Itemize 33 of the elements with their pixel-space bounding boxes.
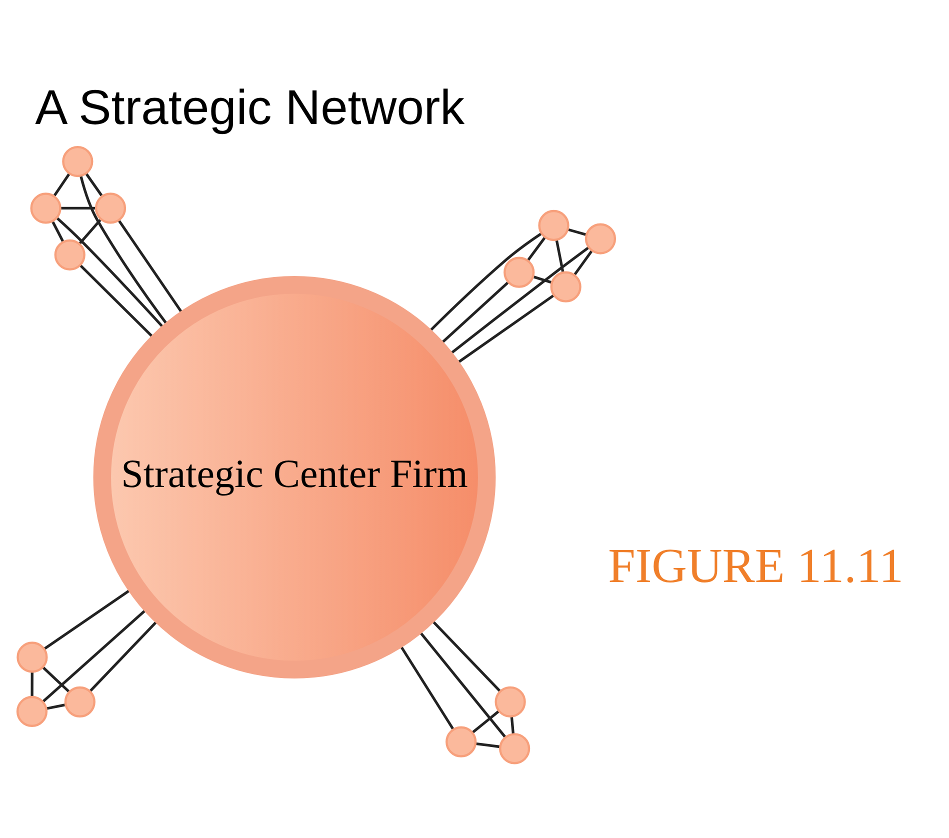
connector [60,206,96,210]
label: FIGURE 11.11 [608,538,904,593]
node-circle [584,222,616,254]
connector [568,228,586,236]
connector [476,742,500,748]
node-circle [54,238,86,270]
node-circle [16,641,48,672]
node-circle [499,732,530,764]
connector [534,275,552,284]
connector [555,238,564,272]
connector [30,672,34,696]
node-circle [62,145,94,177]
node-circle [64,686,96,717]
node-circle [94,192,126,224]
connector [46,703,66,710]
connector [52,220,64,242]
connector [85,172,103,196]
node-circle [16,695,48,727]
node-circle: Strategic Center Firm [93,276,496,678]
connector [53,172,70,196]
node-circle [494,686,526,717]
connector [472,710,500,734]
node-circle [504,256,535,288]
node-circle [538,209,570,241]
connector [510,716,515,734]
node-circle [446,726,477,757]
diagram-title: A Strategic Network [35,80,465,134]
connector [574,249,593,276]
node-circle [30,192,62,224]
node-circle [550,270,582,302]
connector [42,666,70,692]
connector [526,236,546,261]
connector [78,218,102,244]
